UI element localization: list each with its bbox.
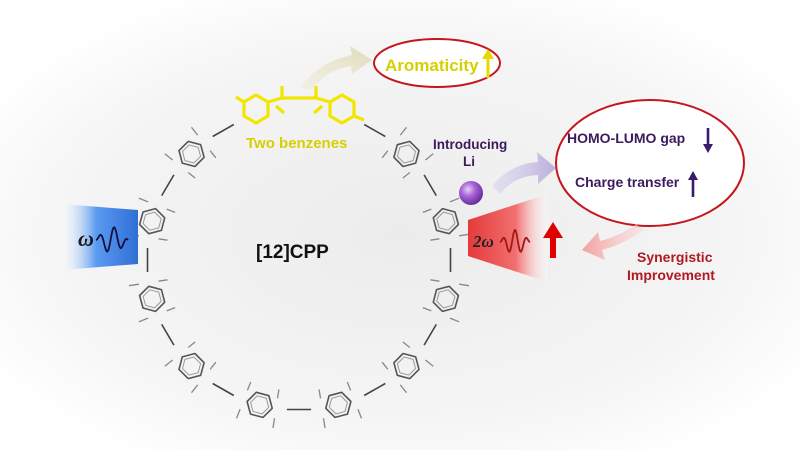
ring-hydrogen — [318, 389, 322, 399]
ring-hydrogen — [187, 341, 196, 349]
homo-lumo-down-arrow-icon — [703, 128, 713, 153]
ring-hydrogen — [209, 361, 217, 370]
ring-benzene-inner — [436, 289, 456, 309]
ring-hydrogen — [190, 126, 199, 136]
ring-benzene-inner — [436, 211, 456, 231]
li-effect-arrow — [492, 152, 556, 194]
homo-lumo-label: HOMO-LUMO gap — [567, 130, 685, 146]
ring-bond — [363, 382, 386, 397]
properties-oval — [555, 99, 745, 227]
charge-transfer-label: Charge transfer — [575, 174, 680, 190]
aromaticity-oval — [373, 38, 501, 88]
ring-hydrogen — [422, 208, 432, 214]
ring-benzene — [324, 391, 352, 419]
ring-hydrogen — [164, 153, 174, 161]
ring-bond — [363, 123, 386, 138]
ring-hydrogen — [158, 279, 168, 282]
ring-hydrogen — [402, 171, 411, 179]
ring-hydrogen — [430, 238, 440, 241]
synergistic-label: Synergistic — [637, 249, 713, 265]
ring-hydrogen — [246, 381, 252, 391]
ring-hydrogen — [164, 359, 174, 367]
charge-transfer-up-arrow-icon — [688, 171, 698, 197]
molecule-label: [12]CPP — [256, 242, 329, 263]
ring-benzene-inner — [250, 395, 270, 415]
ring-benzene-inner — [396, 356, 417, 376]
ring-bond — [161, 174, 175, 197]
ring-benzene — [393, 352, 420, 380]
input-beam — [62, 204, 138, 270]
ring-hydrogen — [424, 359, 434, 367]
ring-hydrogen — [424, 153, 434, 161]
cpp-ring — [128, 123, 470, 429]
improvement-label: Improvement — [627, 267, 715, 283]
ring-benzene — [178, 352, 205, 380]
two-benzenes-highlight — [235, 86, 365, 125]
ring-benzene-inner — [181, 356, 202, 376]
two-omega-label: 2ω — [472, 232, 494, 251]
aromaticity-arrow — [300, 46, 372, 90]
ring-hydrogen — [128, 283, 139, 287]
ring-benzene-inner — [142, 211, 162, 231]
input-wave-icon — [95, 226, 129, 253]
ring-hydrogen — [166, 208, 176, 214]
ring-hydrogen — [402, 341, 411, 349]
introducing-label: Introducing — [433, 137, 507, 152]
ring-bond — [212, 382, 235, 397]
output-wave-icon — [499, 228, 531, 253]
aromaticity-label: Aromaticity — [385, 56, 479, 75]
ring-hydrogen — [381, 361, 389, 370]
ring-hydrogen — [276, 389, 280, 399]
ring-hydrogen — [357, 408, 363, 419]
ring-hydrogen — [459, 283, 470, 287]
ring-benzene-inner — [142, 289, 162, 309]
ring-bond — [212, 123, 235, 138]
ring-hydrogen — [166, 306, 176, 312]
two-benzenes-label: Two benzenes — [246, 135, 347, 152]
ring-benzene — [432, 285, 460, 313]
ring-hydrogen — [235, 408, 241, 419]
li-atom — [459, 181, 483, 205]
ring-hydrogen — [430, 279, 440, 282]
synergy-arrow — [582, 224, 644, 260]
ring-benzene — [393, 140, 420, 168]
ring-hydrogen — [138, 197, 149, 203]
ring-hydrogen — [209, 150, 217, 159]
ring-benzene — [246, 391, 274, 419]
ring-benzene-inner — [328, 395, 348, 415]
ring-benzene — [138, 285, 166, 313]
ring-hydrogen — [459, 233, 470, 237]
ring-bond — [423, 174, 437, 197]
ring-benzene — [138, 207, 166, 235]
ring-bond — [423, 323, 437, 346]
ring-benzene — [178, 140, 205, 168]
ring-benzene — [432, 207, 460, 235]
ring-benzene-inner — [181, 144, 202, 164]
ring-bond — [161, 323, 175, 346]
ring-hydrogen — [422, 306, 432, 312]
ring-hydrogen — [158, 238, 168, 241]
ring-hydrogen — [187, 171, 196, 179]
ring-hydrogen — [346, 381, 352, 391]
ring-hydrogen — [399, 126, 408, 136]
output-beam — [468, 194, 548, 282]
ring-hydrogen — [322, 418, 326, 429]
ring-hydrogen — [272, 418, 276, 429]
ring-hydrogen — [449, 197, 460, 203]
aromaticity-up-arrow-icon — [482, 49, 494, 78]
output-up-arrow-icon — [543, 222, 563, 258]
ring-hydrogen — [399, 384, 408, 394]
li-label: Li — [463, 154, 475, 169]
ring-benzene-inner — [396, 144, 417, 164]
ring-hydrogen — [138, 317, 149, 323]
ring-hydrogen — [381, 150, 389, 159]
omega-label: ω — [78, 226, 94, 251]
ring-hydrogen — [190, 384, 199, 394]
ring-hydrogen — [449, 317, 460, 323]
